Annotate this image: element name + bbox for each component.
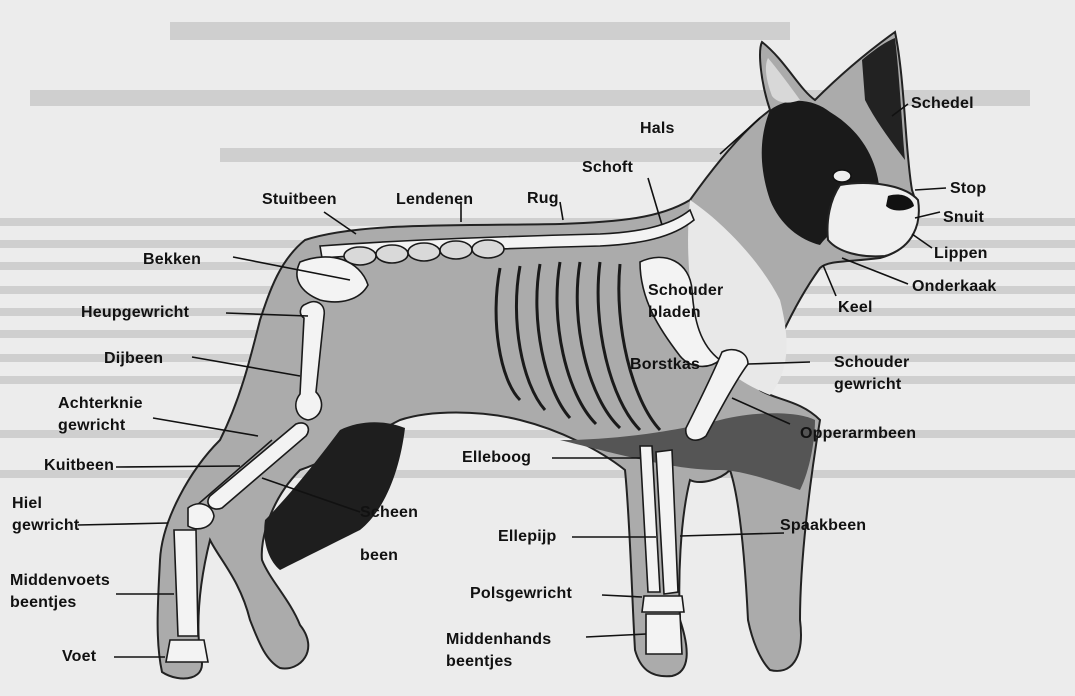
- label-dijbeen: Dijbeen: [104, 349, 163, 368]
- label-achterknie-2: gewricht: [58, 416, 125, 435]
- label-middenvoets-2: beentjes: [10, 593, 77, 612]
- label-scheenbeen-1: Scheen: [360, 503, 418, 522]
- label-polsgewricht: Polsgewricht: [470, 584, 572, 603]
- label-onderkaak: Onderkaak: [912, 277, 997, 296]
- metacarpals: [646, 614, 682, 654]
- label-keel: Keel: [838, 298, 873, 317]
- label-hals: Hals: [640, 119, 675, 138]
- label-lendenen: Lendenen: [396, 190, 473, 209]
- label-elleboog: Elleboog: [462, 448, 531, 467]
- label-scheenbeen-2: been: [360, 546, 398, 565]
- label-hielgewricht-2: gewricht: [12, 516, 79, 535]
- carpals: [642, 596, 684, 612]
- label-middenhands-2: beentjes: [446, 652, 513, 671]
- hind-foot-bones: [166, 640, 208, 662]
- metatarsals: [174, 530, 198, 636]
- label-stop: Stop: [950, 179, 986, 198]
- label-rug: Rug: [527, 189, 559, 208]
- label-borstkas: Borstkas: [630, 355, 700, 374]
- label-lippen: Lippen: [934, 244, 988, 263]
- label-schedel: Schedel: [911, 94, 974, 113]
- white-muzzle: [828, 183, 919, 256]
- label-voet: Voet: [62, 647, 96, 666]
- label-schoft: Schoft: [582, 158, 633, 177]
- eye: [833, 170, 851, 182]
- label-achterknie-1: Achterknie: [58, 394, 143, 413]
- hock: [188, 504, 214, 529]
- label-opperarmbeen: Opperarmbeen: [800, 424, 916, 443]
- label-spaakbeen: Spaakbeen: [780, 516, 866, 535]
- label-hielgewricht-1: Hiel: [12, 494, 42, 513]
- label-heupgewricht: Heupgewricht: [81, 303, 189, 322]
- label-middenvoets-1: Middenvoets: [10, 571, 110, 590]
- label-middenhands-1: Middenhands: [446, 630, 551, 649]
- label-ellepijp: Ellepijp: [498, 527, 557, 546]
- label-schoudergewricht-1: Schouder: [834, 353, 909, 372]
- label-bekken: Bekken: [143, 250, 201, 269]
- label-schoudergewricht-2: gewricht: [834, 375, 901, 394]
- label-kuitbeen: Kuitbeen: [44, 456, 114, 475]
- label-schouderbladen-2: bladen: [648, 303, 701, 322]
- label-stuitbeen: Stuitbeen: [262, 190, 337, 209]
- label-schouderbladen-1: Schouder: [648, 281, 723, 300]
- label-snuit: Snuit: [943, 208, 984, 227]
